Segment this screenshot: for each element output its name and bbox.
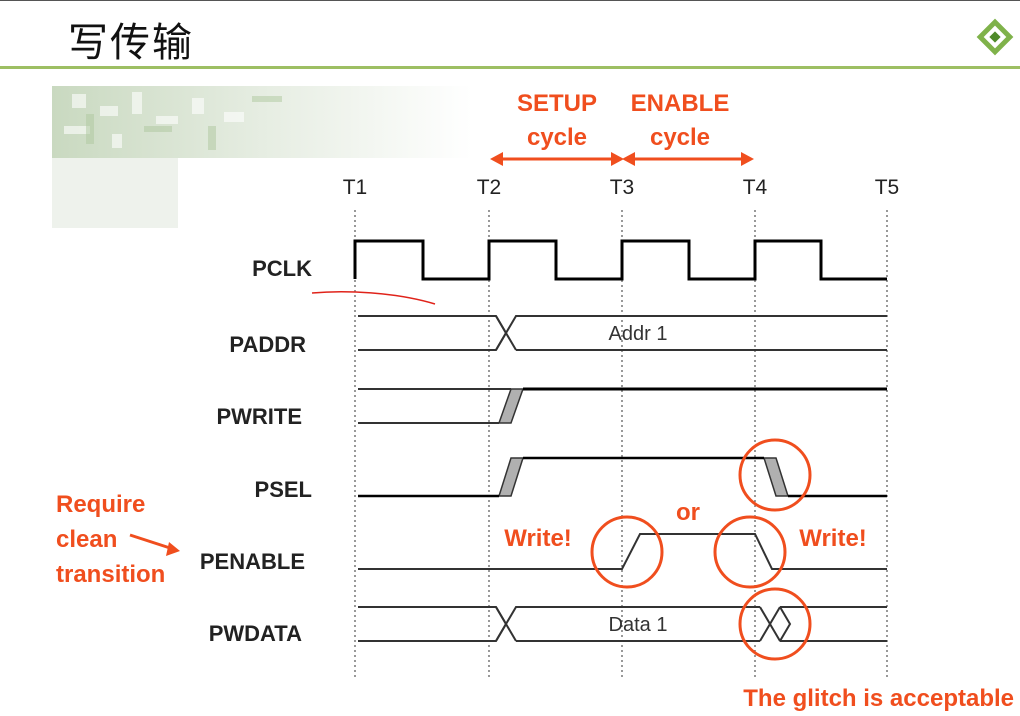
pwrite-waveform: [358, 387, 887, 424]
note-glitch: The glitch is acceptable: [743, 685, 1014, 712]
paddr-waveform: [358, 315, 887, 351]
circle-penable-rise: [590, 515, 664, 589]
note-transition: transition: [56, 561, 165, 588]
time-label-t5: T5: [875, 176, 900, 199]
setup-span-arrow: [490, 152, 624, 166]
pwdata-value: Data 1: [609, 614, 668, 636]
time-label-t2: T2: [477, 176, 502, 199]
note-write-left: Write!: [504, 525, 572, 552]
paddr-value: Addr 1: [609, 323, 668, 345]
circle-pwdata-glitch: [738, 587, 812, 661]
highlight-circles: [590, 438, 812, 661]
signal-pwdata: PWDATA: [209, 621, 302, 646]
note-require: Require: [56, 491, 145, 518]
setup-cycle-label: cycle: [527, 124, 587, 151]
require-arrow: [129, 533, 180, 556]
time-label-t3: T3: [610, 176, 635, 199]
signal-pclk: PCLK: [252, 256, 312, 281]
enable-span-arrow: [622, 152, 754, 166]
logo-icon: [976, 18, 1014, 56]
signal-pwrite: PWRITE: [216, 404, 302, 429]
top-border: [0, 0, 1020, 1]
time-label-t1: T1: [343, 176, 368, 199]
signal-paddr: PADDR: [229, 332, 306, 357]
decorative-banner: [52, 86, 472, 228]
enable-label: ENABLE: [631, 90, 730, 117]
setup-label: SETUP: [517, 90, 597, 117]
pclk-waveform: [353, 239, 887, 281]
note-write-right: Write!: [799, 525, 867, 552]
signal-penable: PENABLE: [200, 549, 305, 574]
enable-cycle-label: cycle: [650, 124, 710, 151]
circle-penable-fall: [713, 515, 787, 589]
handwritten-mark: [311, 291, 436, 305]
time-label-t4: T4: [743, 176, 768, 199]
penable-waveform: [358, 533, 887, 570]
circle-psel-fall: [738, 438, 812, 512]
pwdata-waveform: [358, 606, 887, 642]
note-clean: clean: [56, 526, 117, 553]
signal-psel: PSEL: [255, 477, 312, 502]
title-rule: [0, 66, 1020, 69]
note-or: or: [676, 499, 700, 526]
slide-title: 写传输: [68, 20, 194, 66]
